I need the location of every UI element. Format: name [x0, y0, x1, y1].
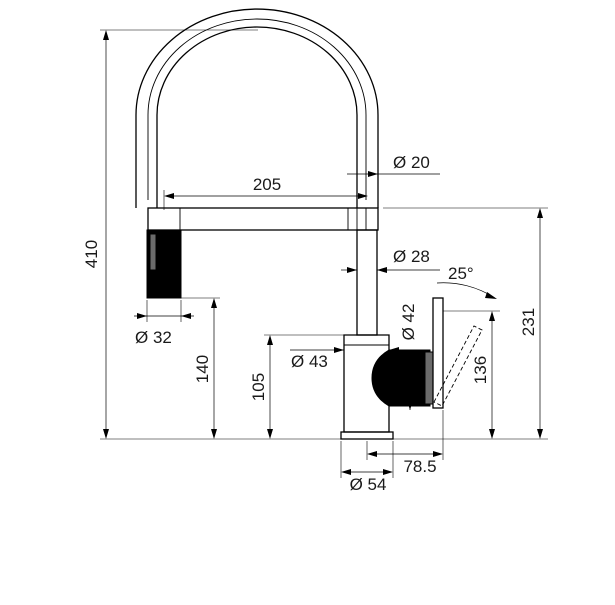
label-height-spray: 140	[193, 355, 212, 383]
dimension-labels: 410 Ø 20 205 Ø 28 25° Ø 42 231 Ø 32 Ø 43…	[82, 153, 538, 494]
gooseneck-tube	[156, 26, 358, 208]
label-diameter-spray: Ø 32	[135, 328, 172, 347]
label-diameter-base: Ø 54	[350, 475, 387, 494]
label-height-lever: 136	[471, 356, 490, 384]
label-diameter-body: Ø 43	[291, 352, 328, 371]
gooseneck-tube-inner	[135, 8, 379, 208]
label-diameter-head-body: Ø 28	[393, 247, 430, 266]
gooseneck-core	[147, 18, 367, 200]
label-diameter-tube: Ø 20	[393, 153, 430, 172]
label-height-total: 410	[82, 240, 101, 268]
dimension-lines	[100, 29, 548, 478]
label-diameter-handle: Ø 42	[399, 304, 418, 341]
label-angle-lever: 25°	[448, 264, 474, 283]
lever-tilted	[433, 325, 483, 407]
label-height-spout: 231	[519, 308, 538, 336]
label-reach: 205	[253, 175, 281, 194]
faucet-base	[340, 431, 394, 440]
label-height-body: 105	[249, 373, 268, 401]
handle-connector	[371, 349, 431, 407]
faucet-outline	[135, 8, 483, 440]
label-offset-base: 78.5	[403, 457, 436, 476]
head-bar	[147, 207, 379, 231]
lever	[432, 297, 444, 409]
spout-post	[356, 229, 378, 336]
